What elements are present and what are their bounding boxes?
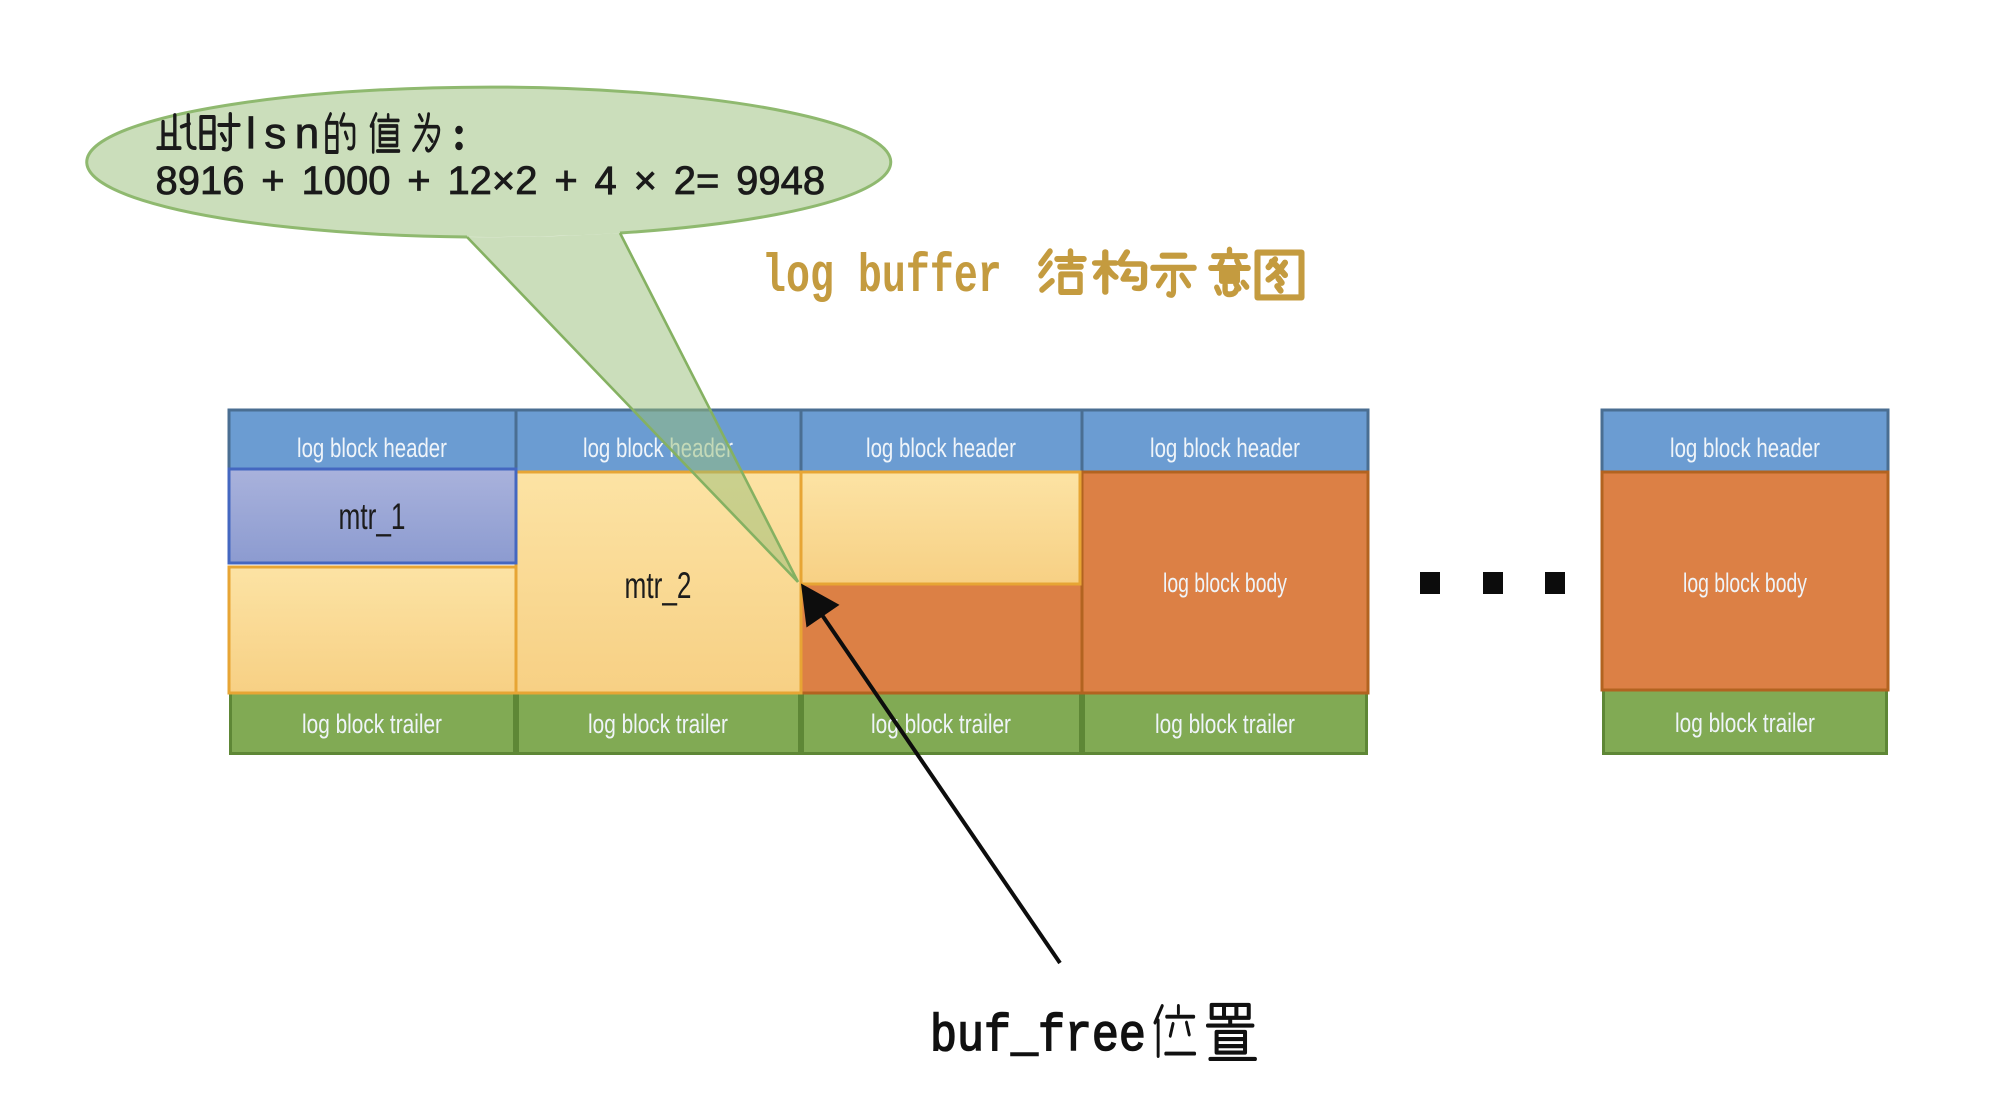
svg-text:log block trailer: log block trailer [588, 709, 728, 739]
svg-text:log block header: log block header [866, 433, 1016, 463]
svg-text:log block body: log block body [1163, 568, 1287, 598]
svg-text:log block trailer: log block trailer [1155, 709, 1295, 739]
svg-text:log block header: log block header [1150, 433, 1300, 463]
svg-text:lsn: lsn [246, 109, 328, 158]
svg-text:log block trailer: log block trailer [302, 709, 442, 739]
svg-text:buf_free: buf_free [930, 1007, 1146, 1066]
svg-text:log buffer: log buffer [762, 247, 1002, 308]
svg-text:log block trailer: log block trailer [1675, 708, 1815, 738]
svg-text:8916 + 1000 + 12×2 + 4 × 2= 99: 8916 + 1000 + 12×2 + 4 × 2= 9948 [156, 159, 826, 203]
svg-text:mtr_1: mtr_1 [339, 496, 406, 538]
svg-text:log block header: log block header [1670, 433, 1820, 463]
svg-text:log block trailer: log block trailer [871, 709, 1011, 739]
svg-text:mtr_2: mtr_2 [625, 565, 692, 607]
svg-text:log block header: log block header [297, 433, 447, 463]
svg-text:log block body: log block body [1683, 568, 1807, 598]
